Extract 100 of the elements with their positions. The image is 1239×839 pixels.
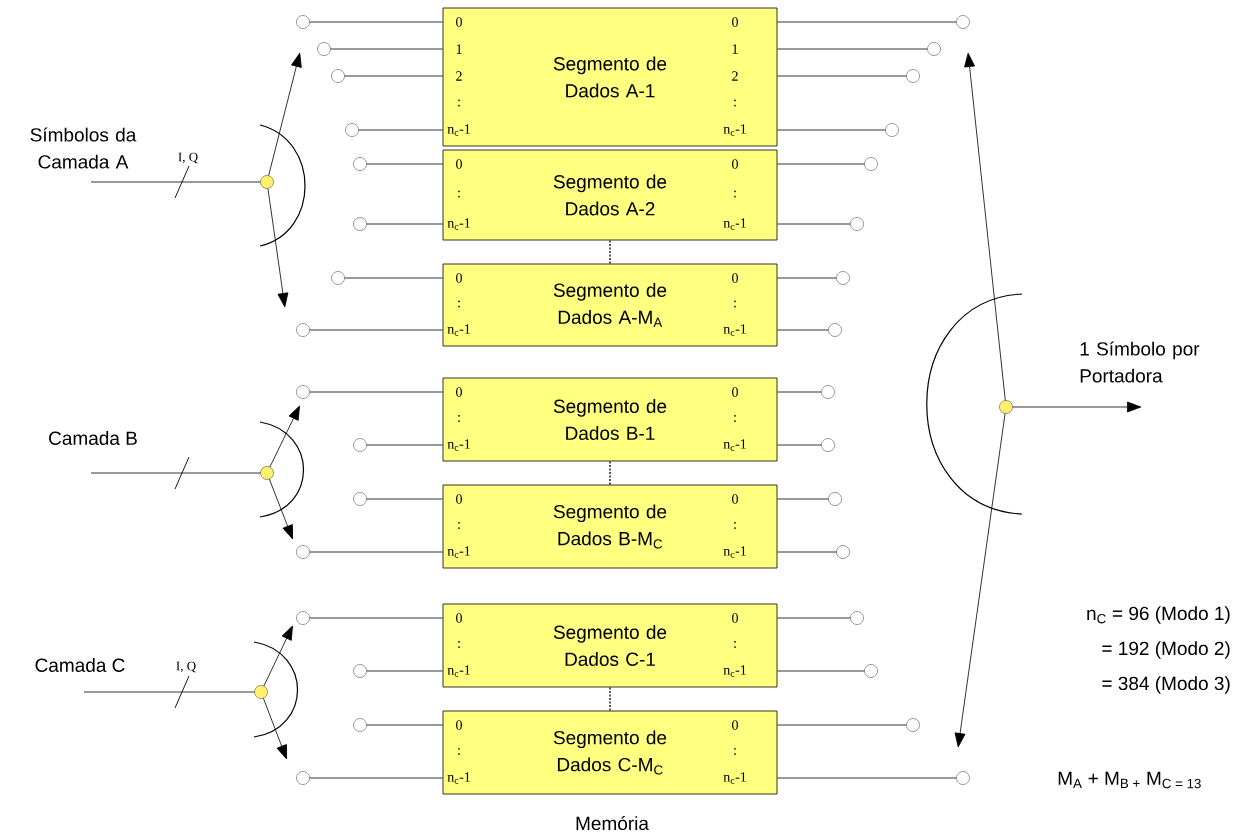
port-label: : — [458, 190, 460, 198]
arrow — [1012, 401, 1142, 413]
text-label: = 192 (Modo 2) — [1102, 641, 1230, 659]
port-label: : — [458, 99, 460, 107]
connection-line — [777, 75, 907, 77]
port-label: 0 — [732, 159, 738, 169]
port-label: n$_{c}$-1 — [723, 124, 746, 136]
text-label: Memória — [576, 815, 649, 831]
port-label: 2 — [456, 71, 462, 81]
connection-line — [777, 48, 928, 50]
port-label: : — [458, 641, 460, 648]
port-label: 0 — [732, 17, 738, 27]
port-label: : — [458, 748, 460, 755]
connection-line — [777, 777, 957, 779]
port-label: n$_{c}$-1 — [723, 439, 746, 451]
connection-line — [90, 181, 261, 183]
port-label: 1 — [732, 44, 738, 54]
port-label: 0 — [456, 273, 462, 283]
connection-line — [309, 551, 443, 553]
edge-label: I, Q — [176, 151, 200, 165]
port-label: 0 — [732, 273, 738, 283]
port-label: 0 — [732, 613, 738, 623]
port-label: 0 — [456, 17, 462, 27]
port-label: n$_{c}$-1 — [723, 324, 746, 336]
port-label: n$_{c}$-1 — [723, 665, 746, 677]
text-label: Símbolos da Camada A — [30, 127, 137, 169]
port-label: 0 — [456, 159, 462, 169]
port-label: : — [734, 99, 736, 107]
connection-line — [777, 129, 886, 131]
connection-line — [344, 277, 443, 279]
arrow — [263, 697, 287, 760]
connection-line — [777, 163, 865, 165]
connection-line — [83, 691, 255, 693]
port-label: 0 — [732, 387, 738, 397]
connection-line — [777, 391, 822, 393]
connection-line — [366, 444, 443, 446]
text-label: M$_{A}$ + M$_{B +}$ M$_{C = 13}$ — [1058, 771, 1201, 789]
port-label: : — [734, 300, 736, 308]
connection-line — [309, 777, 443, 779]
connection-line — [330, 48, 443, 50]
connection-line — [777, 617, 851, 619]
connection-line — [358, 129, 443, 131]
connection-line — [777, 329, 829, 331]
port-label: n$_{c}$-1 — [447, 665, 470, 677]
port-label: n$_{c}$-1 — [447, 124, 470, 136]
port-label: 2 — [732, 71, 738, 81]
connection-line — [309, 617, 443, 619]
arrow — [964, 52, 1006, 401]
text-label: Camada C — [35, 658, 125, 672]
connection-line — [366, 724, 443, 726]
port-label: 1 — [456, 44, 462, 54]
port-label: 0 — [456, 494, 462, 504]
connection-line — [309, 21, 443, 23]
connection-line — [777, 223, 851, 225]
port-label: n$_{c}$-1 — [723, 546, 746, 558]
dotted-connector — [609, 686, 611, 712]
switch-pivot — [999, 400, 1013, 414]
connection-line — [366, 670, 443, 672]
port-label: n$_{c}$-1 — [447, 439, 470, 451]
connection-line — [344, 75, 443, 77]
connection-line — [309, 329, 443, 331]
connection-line — [777, 21, 957, 23]
connection-line — [366, 163, 443, 165]
connection-line — [366, 223, 443, 225]
port-label: : — [734, 190, 736, 198]
connection-line — [777, 724, 907, 726]
port-label: : — [458, 415, 460, 422]
connection-line — [309, 391, 443, 393]
port-label: : — [458, 300, 460, 308]
dotted-connector — [609, 239, 611, 265]
arrow — [269, 405, 300, 468]
arrow — [269, 478, 293, 540]
connection-line — [777, 277, 837, 279]
switch-pivot — [254, 685, 268, 699]
port-label: : — [458, 522, 460, 529]
switch-pivot — [260, 175, 274, 189]
port-label: 0 — [456, 613, 462, 623]
arrow — [954, 413, 1006, 748]
text-label: = 384 (Modo 3) — [1102, 676, 1230, 694]
connection-line — [90, 472, 261, 474]
port-label: 0 — [732, 494, 738, 504]
port-label: n$_{c}$-1 — [447, 772, 470, 784]
text-label: 1 Símbolo por Portadora — [1080, 341, 1200, 383]
connection-line — [777, 670, 865, 672]
port-label: n$_{c}$-1 — [723, 218, 746, 230]
connection-line — [777, 444, 822, 446]
arrow — [263, 625, 293, 687]
dotted-connector — [609, 460, 611, 486]
port-label: n$_{c}$-1 — [447, 546, 470, 558]
connection-line — [777, 551, 837, 553]
port-label: : — [734, 415, 736, 422]
arrow — [267, 188, 289, 308]
port-label: : — [734, 748, 736, 755]
arrow — [268, 52, 302, 176]
port-label: : — [734, 641, 736, 648]
switch-pivot — [260, 466, 274, 480]
text-label: Camada B — [49, 431, 137, 445]
edge-label: I, Q — [174, 660, 198, 674]
connection-line — [777, 498, 829, 500]
port-label: 0 — [456, 720, 462, 730]
